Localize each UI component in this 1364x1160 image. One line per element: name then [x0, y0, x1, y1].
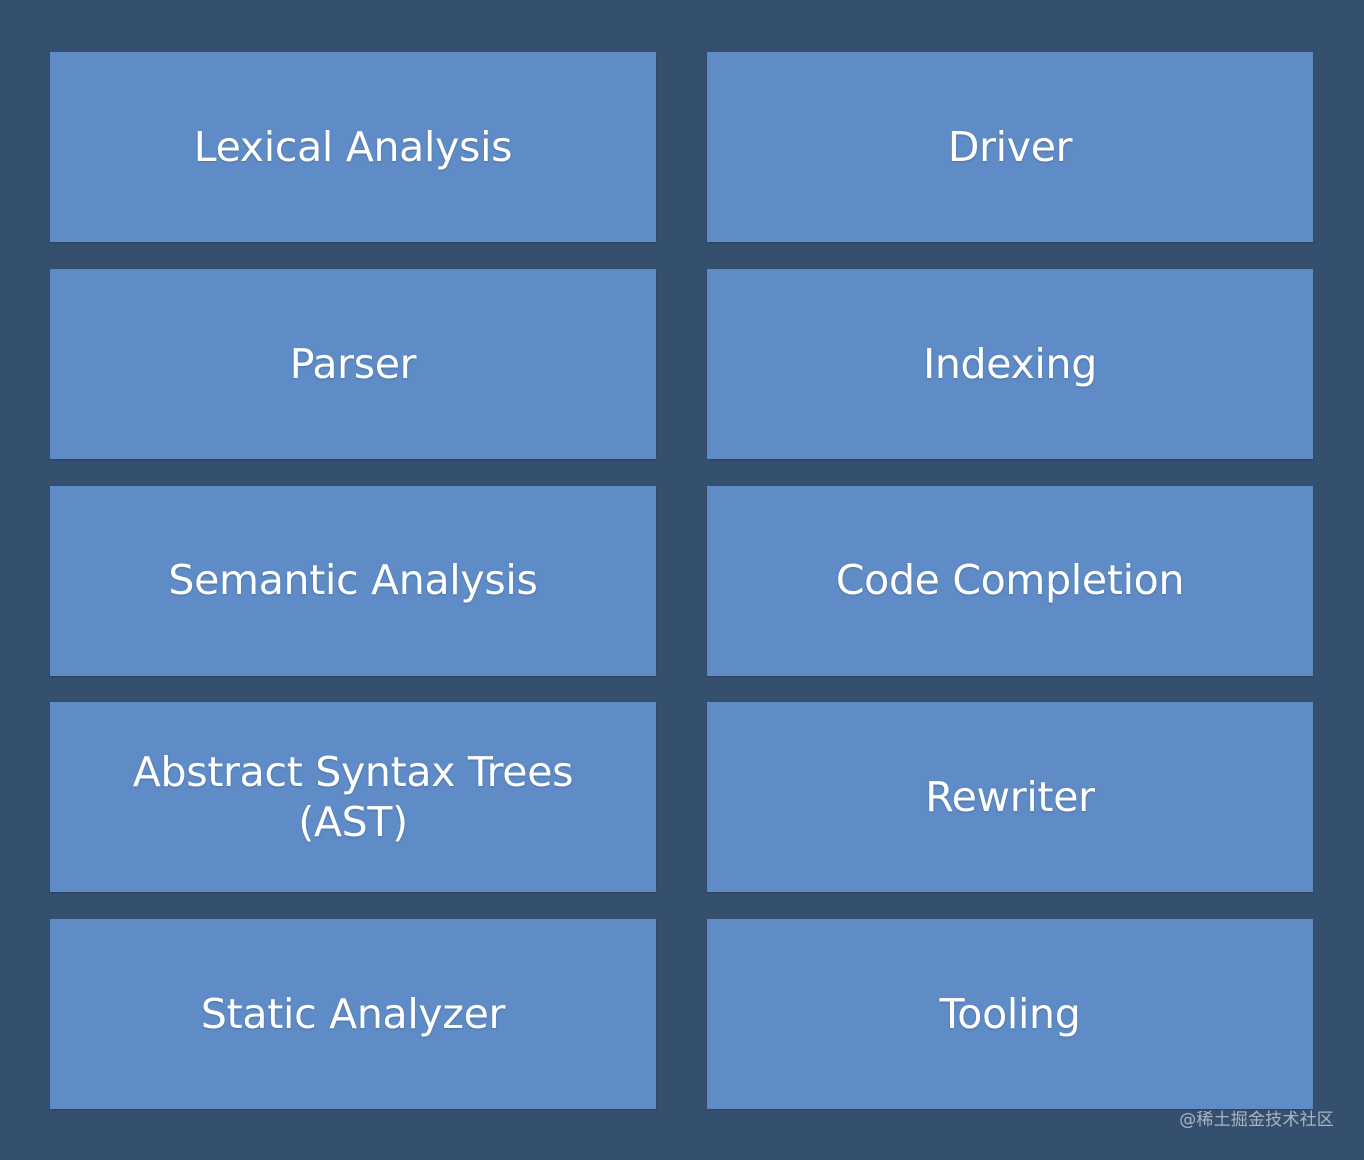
tile-label: Code Completion	[835, 556, 1185, 605]
tile-driver: Driver	[707, 52, 1313, 242]
tile-indexing: Indexing	[707, 268, 1313, 459]
tile-label: Tooling	[939, 989, 1081, 1038]
tile-label: Indexing	[923, 339, 1097, 388]
tile-static-analyzer: Static Analyzer	[50, 919, 656, 1109]
component-grid: Lexical Analysis Driver Parser Indexing …	[50, 52, 1313, 1109]
tile-label: Rewriter	[925, 773, 1095, 822]
tile-rewriter: Rewriter	[707, 702, 1313, 893]
tile-label: Lexical Analysis	[193, 122, 513, 171]
tile-label: Semantic Analysis	[168, 556, 538, 605]
tile-label: Abstract Syntax Trees (AST)	[132, 748, 574, 847]
tile-lexical-analysis: Lexical Analysis	[50, 52, 656, 242]
watermark: @稀土掘金技术社区	[1179, 1110, 1334, 1130]
tile-label: Driver	[947, 122, 1073, 171]
tile-code-completion: Code Completion	[707, 485, 1313, 676]
tile-label: Static Analyzer	[200, 989, 506, 1038]
tile-tooling: Tooling	[707, 919, 1313, 1109]
tile-label: Parser	[289, 339, 417, 388]
tile-semantic-analysis: Semantic Analysis	[50, 485, 656, 676]
tile-abstract-syntax-trees: Abstract Syntax Trees (AST)	[50, 702, 656, 893]
tile-parser: Parser	[50, 268, 656, 459]
